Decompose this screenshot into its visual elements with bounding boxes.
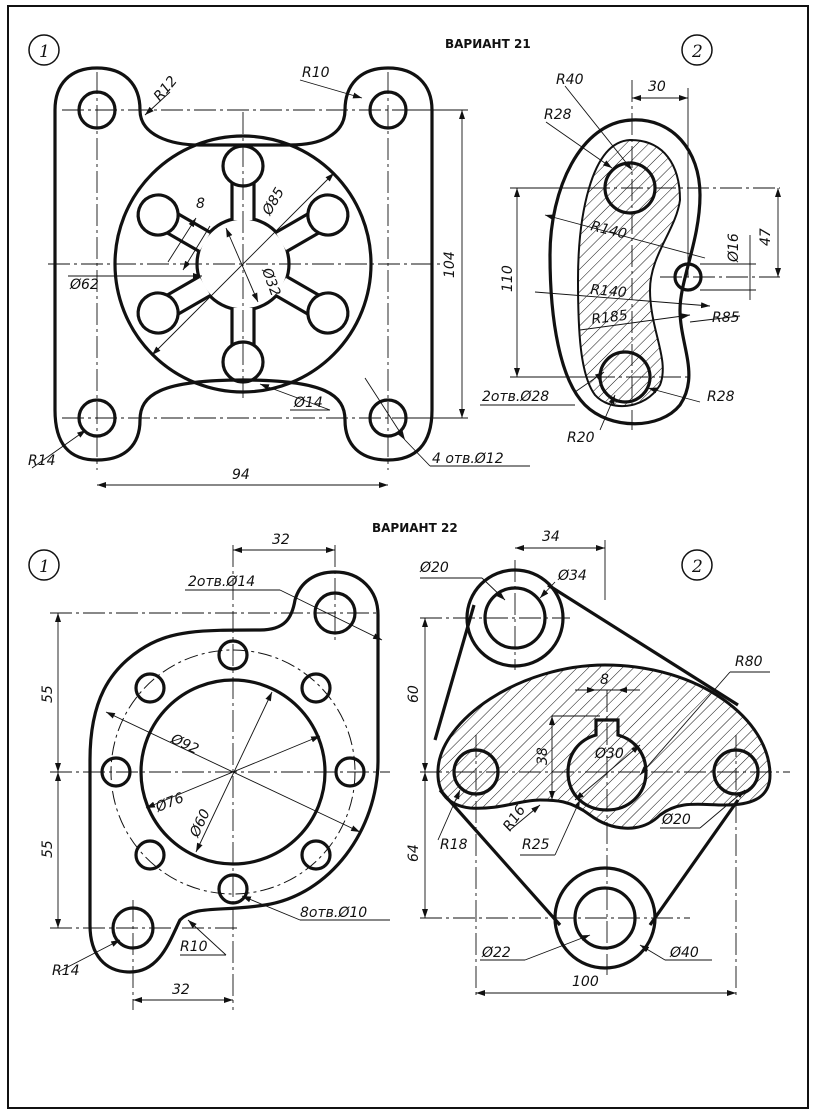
bolt-hole (300, 672, 332, 704)
dim-label: Ø30 (594, 746, 624, 762)
drawing-number-circle (28, 34, 60, 66)
v22-drawing-1: 1 32 2отв.Ø14 55 55 Ø92 Ø76 Ø60 (28, 532, 390, 1010)
dim-label: R14 (28, 453, 56, 469)
v21-drawing-2: 2 30 R40 R28 R140 Ø16 47 110 R140 R185 (480, 34, 781, 446)
dim-label: 32 (172, 982, 190, 998)
dim-label: R28 (707, 389, 735, 405)
dim-label: R20 (567, 430, 595, 446)
dim-label: Ø34 (557, 568, 587, 584)
dim-label: 34 (542, 529, 560, 545)
dim-label: 94 (232, 467, 250, 483)
dim-label: Ø20 (419, 560, 449, 576)
dim-label: 100 (572, 974, 599, 990)
dim-label: R18 (440, 837, 468, 853)
dim-label: Ø20 (661, 812, 691, 828)
drawing-number: 2 (691, 42, 703, 62)
dim-label: 2отв.Ø28 (482, 389, 549, 405)
bolt-hole (217, 639, 249, 671)
dim-label: R12 (151, 73, 181, 104)
bracket-edge (648, 799, 740, 926)
dim-label: 110 (500, 265, 516, 292)
variant-21-title: ВАРИАНТ 21 (445, 37, 531, 51)
bracket-edge (547, 583, 739, 707)
dim-label: Ø22 (481, 945, 511, 961)
dim-label: R140 (590, 282, 628, 301)
lever-outline (548, 118, 702, 426)
dim-label: R10 (180, 939, 208, 955)
dim-label: R185 (591, 308, 629, 328)
lever-inner-section (576, 138, 682, 408)
dim-label: Ø16 (726, 233, 742, 263)
dim-label: Ø14 (293, 395, 323, 411)
drawing-number-circle (681, 34, 713, 66)
dim-label: 55 (40, 840, 56, 858)
drawing-number-circle (681, 549, 713, 581)
dim-label: 104 (442, 251, 458, 278)
drawing-number: 1 (39, 42, 50, 62)
dim-label: 32 (272, 532, 290, 548)
dim-label: 47 (758, 228, 774, 246)
dim-label: 8 (600, 672, 609, 688)
dim-label: Ø92 (167, 731, 201, 758)
dim-label: R80 (735, 654, 763, 670)
dim-label: R25 (522, 837, 550, 853)
drawing-number: 1 (39, 557, 50, 577)
dim-label: Ø76 (153, 790, 187, 816)
v21-drawing-1: 1 (28, 34, 530, 488)
bolt-hole (134, 672, 166, 704)
bracket-edge (438, 788, 562, 927)
dim-label: R10 (302, 65, 330, 81)
drawing-number: 2 (691, 557, 703, 577)
dim-label: R85 (712, 310, 740, 326)
dim-label: Ø40 (669, 945, 699, 961)
variant-22-title: ВАРИАНТ 22 (372, 521, 458, 535)
dim-label: Ø62 (69, 277, 99, 293)
dim-label: R16 (500, 802, 529, 834)
bolt-hole (300, 839, 332, 871)
dim-label: R14 (52, 963, 80, 979)
bolt-hole (134, 839, 166, 871)
flange-outline (88, 570, 380, 974)
dim-label: 2отв.Ø14 (188, 574, 255, 590)
sheet-frame (7, 5, 809, 1109)
dim-label: R28 (544, 107, 572, 123)
dim-label: 64 (406, 844, 422, 862)
dim-label: 30 (648, 79, 666, 95)
v22-drawing-2: 2 Ø20 34 Ø34 R80 (406, 529, 790, 996)
dim-label: Ø85 (259, 185, 288, 219)
drawing-number-circle (28, 549, 60, 581)
dim-label: R40 (556, 72, 584, 88)
dim-label: 55 (40, 685, 56, 703)
dim-label: 38 (535, 747, 551, 765)
dim-label: 8 (196, 196, 205, 212)
dim-label: 8отв.Ø10 (300, 905, 367, 921)
dim-label: 60 (406, 685, 422, 703)
dim-label: 4 отв.Ø12 (432, 451, 504, 467)
